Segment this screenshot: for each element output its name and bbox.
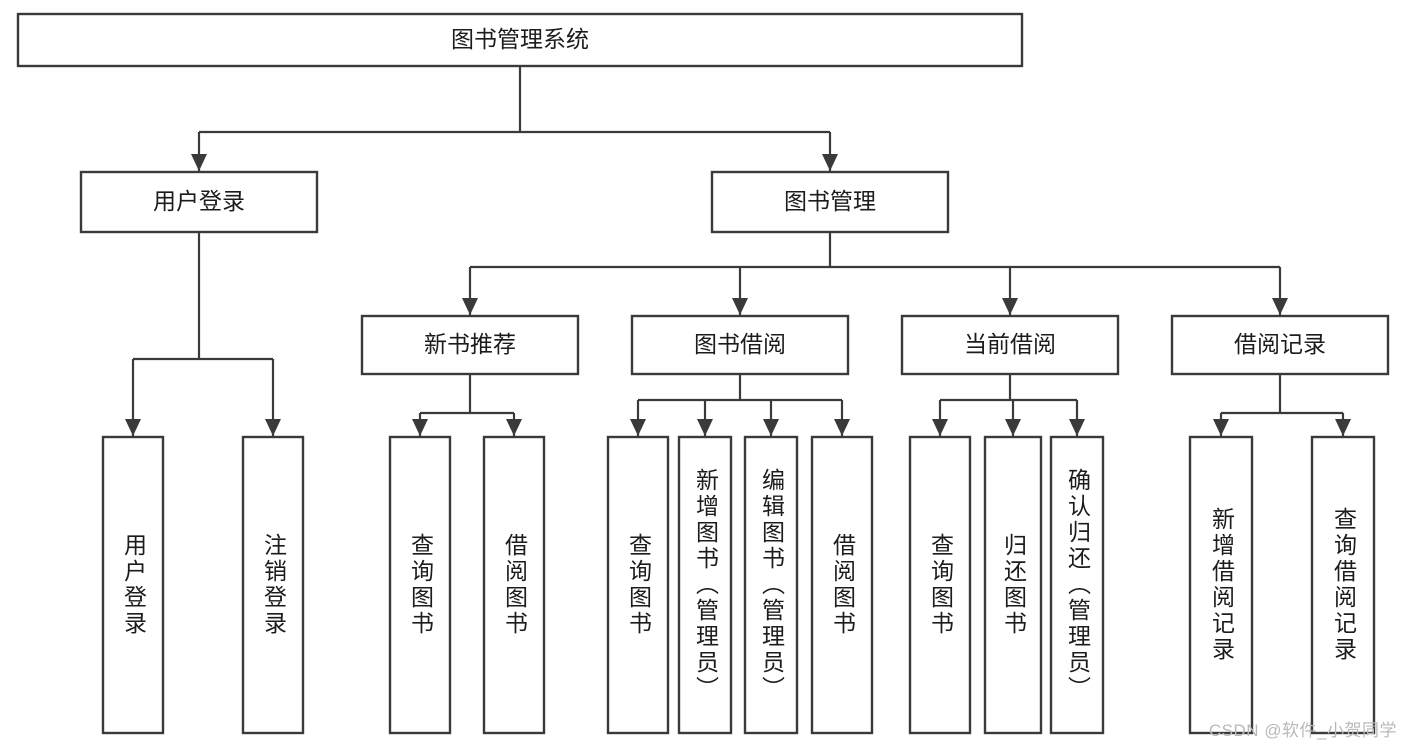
node-box-user-login[interactable] (79, 170, 319, 234)
arrow-head-icon (1005, 419, 1021, 436)
arrow-head-icon (1002, 298, 1018, 315)
node-box-leaf-edit-book-admin[interactable] (743, 435, 799, 735)
arrow-head-icon (412, 419, 428, 436)
arrow-head-icon (834, 419, 850, 436)
node-box-leaf-user-login[interactable] (101, 435, 165, 735)
node-label-current-borrow: 当前借阅 (964, 331, 1056, 357)
arrow-head-icon (265, 419, 281, 436)
arrow-head-icon (732, 298, 748, 315)
arrow-head-icon (630, 419, 646, 436)
arrow-head-icon (763, 419, 779, 436)
arrow-head-icon (1335, 419, 1351, 436)
arrow-head-icon (1272, 298, 1288, 315)
arrow-head-icon (932, 419, 948, 436)
node-box-leaf-query-book-bor[interactable] (606, 435, 670, 735)
node-box-leaf-user-logout[interactable] (241, 435, 305, 735)
node-box-leaf-confirm-return[interactable] (1049, 435, 1105, 735)
arrow-head-icon (822, 154, 838, 171)
arrow-head-icon (125, 419, 141, 436)
node-box-leaf-return-book[interactable] (983, 435, 1043, 735)
arrow-head-icon (462, 298, 478, 315)
watermark-text: CSDN @软件_小贺同学 (1208, 721, 1397, 740)
node-box-new-book-recommend[interactable] (360, 314, 580, 376)
node-box-leaf-query-borrow-rec[interactable] (1310, 435, 1376, 735)
node-label-book-management: 图书管理 (784, 188, 876, 214)
node-label-user-login: 用户登录 (153, 188, 245, 214)
node-box-leaf-query-book-rec[interactable] (388, 435, 452, 735)
node-box-book-borrow[interactable] (630, 314, 850, 376)
node-box-leaf-add-book-admin[interactable] (677, 435, 733, 735)
node-box-borrow-records[interactable] (1170, 314, 1390, 376)
node-box-leaf-query-book-cur[interactable] (908, 435, 972, 735)
arrow-head-icon (1213, 419, 1229, 436)
arrow-head-icon (191, 154, 207, 171)
node-label-borrow-records: 借阅记录 (1234, 331, 1326, 357)
node-box-book-management[interactable] (710, 170, 950, 234)
node-box-layer (16, 12, 1390, 735)
node-box-leaf-borrow-book-rec[interactable] (482, 435, 546, 735)
node-box-current-borrow[interactable] (900, 314, 1120, 376)
node-box-leaf-add-borrow-rec[interactable] (1188, 435, 1254, 735)
arrow-head-icon (1069, 419, 1085, 436)
node-box-leaf-borrow-book-bor[interactable] (810, 435, 874, 735)
arrow-head-icon (697, 419, 713, 436)
arrow-head-icon (506, 419, 522, 436)
node-label-root: 图书管理系统 (451, 26, 589, 52)
node-label-new-book-recommend: 新书推荐 (424, 331, 516, 357)
node-label-book-borrow: 图书借阅 (694, 331, 786, 357)
connector-layer (125, 66, 1351, 436)
node-box-root[interactable] (16, 12, 1024, 68)
